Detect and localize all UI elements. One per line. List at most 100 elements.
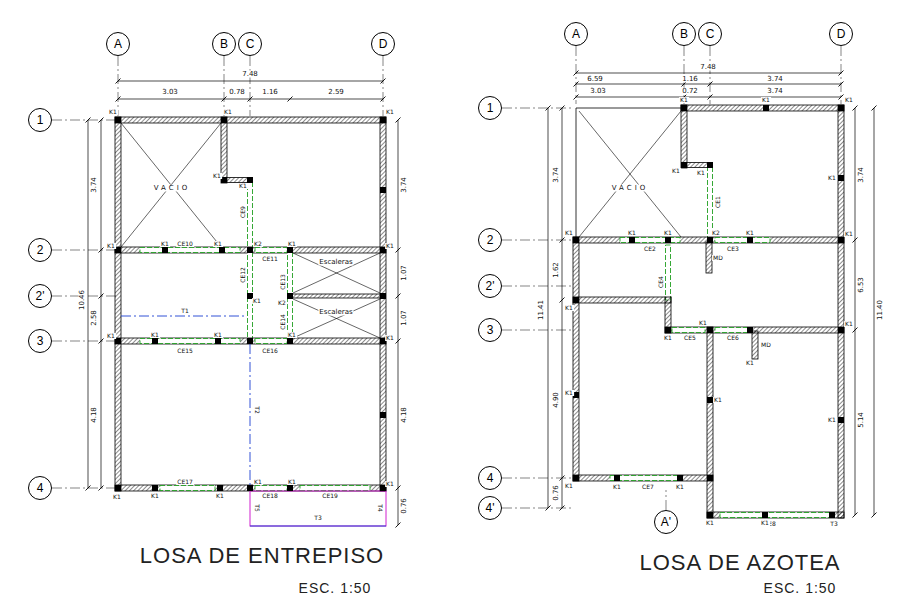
dimension-text: 4.18 — [401, 406, 408, 424]
plan-title: LOSA DE AZOTEA — [638, 552, 841, 574]
column — [287, 293, 293, 299]
dimension-tick — [546, 106, 551, 111]
dimension-text: 3.74 — [401, 176, 408, 194]
dimension-text: 1.07 — [401, 264, 408, 282]
element-tag: K1 — [827, 175, 837, 181]
grid-line — [52, 341, 116, 342]
dimension-text: 1.62 — [553, 261, 560, 279]
dimension-tick — [396, 523, 401, 528]
column — [707, 512, 713, 518]
wall — [838, 105, 844, 518]
element-tag: K1 — [385, 109, 395, 115]
element-tag: K1 — [696, 170, 706, 176]
grid-line — [576, 46, 577, 104]
dimension-text: 10.46 — [79, 289, 86, 311]
axis-label: 2 — [487, 234, 494, 246]
axis-label: B — [220, 38, 228, 50]
grid-axis-bubble: D — [371, 32, 395, 56]
dimension-text: 11.41 — [538, 299, 545, 321]
beam — [160, 486, 215, 491]
dimension-line — [88, 120, 89, 488]
wall — [681, 105, 844, 111]
axis-label: 3 — [487, 324, 494, 336]
column — [115, 485, 121, 491]
element-tag: T2 — [254, 405, 260, 414]
dimension-tick — [99, 118, 104, 123]
beam — [620, 238, 680, 243]
column — [707, 397, 713, 403]
column — [287, 338, 293, 344]
wall — [752, 331, 758, 359]
dimension-line — [576, 73, 841, 74]
grid-line — [710, 46, 711, 104]
dimension-tick — [560, 476, 565, 481]
element-tag: K1 — [679, 97, 689, 103]
dimension-text: 1.07 — [401, 309, 408, 327]
dimension-text: 3.74 — [766, 76, 784, 83]
dimension-tick — [853, 513, 858, 518]
grid-axis-bubble: 4 — [28, 476, 52, 500]
element-tag: CE6 — [726, 335, 740, 341]
grid-axis-bubble: 2' — [478, 274, 502, 298]
beam — [720, 513, 830, 518]
element-tag: T4 — [377, 503, 383, 512]
dimension-text: 3.74 — [766, 88, 784, 95]
dimension-tick — [853, 238, 858, 243]
grid-line — [118, 56, 119, 116]
dimension-text: 6.53 — [858, 276, 865, 294]
element-tag: K1 — [253, 479, 263, 485]
dimension-text: 4.18 — [91, 406, 98, 424]
axis-label: 2' — [36, 290, 45, 302]
dimension-tick — [86, 118, 91, 123]
column — [707, 475, 713, 481]
column — [115, 247, 121, 253]
axis-label: B — [680, 28, 688, 40]
column — [380, 293, 386, 299]
dimension-tick — [99, 486, 104, 491]
element-tag: CE11 — [261, 256, 279, 262]
element-tag: CE4 — [658, 275, 664, 289]
grid-axis-bubble: B — [212, 32, 236, 56]
column — [247, 247, 253, 253]
dimension-tick — [288, 97, 293, 102]
element-tag: T3 — [829, 521, 838, 527]
void-edge — [576, 108, 684, 109]
beam — [610, 476, 680, 481]
column — [219, 247, 225, 253]
dimension-text: 3.74 — [91, 176, 98, 194]
dimension-tick — [396, 118, 401, 123]
element-tag: K1 — [287, 479, 297, 485]
wall — [573, 297, 671, 303]
beam — [715, 238, 770, 243]
axis-label: A — [114, 38, 122, 50]
trabe-line — [121, 316, 247, 317]
stair-cross — [293, 253, 380, 293]
element-tag: CE13 — [280, 273, 286, 291]
element-tag: CE18 — [261, 493, 279, 499]
wall — [115, 117, 121, 491]
element-tag: CE5 — [683, 335, 697, 341]
void-cross — [121, 123, 221, 247]
dimension-tick — [116, 97, 121, 102]
element-tag: K1 — [150, 332, 160, 338]
grid-axis-bubble: 2 — [478, 228, 502, 252]
dimension-text: 3.03 — [161, 89, 179, 96]
beam — [300, 486, 370, 491]
element-tag: K1 — [663, 230, 673, 236]
grid-line — [841, 46, 842, 104]
grid-axis-bubble: 4' — [478, 496, 502, 520]
dimension-text: 5.14 — [858, 411, 865, 429]
element-tag: K1 — [287, 332, 297, 338]
element-tag: K1 — [827, 417, 837, 423]
dimension-tick — [396, 486, 401, 491]
beam — [140, 248, 240, 253]
axis-label: 3 — [37, 335, 44, 347]
column — [115, 338, 121, 344]
grid-axis-bubble: A — [106, 32, 130, 56]
element-tag: CE3 — [726, 246, 740, 252]
column — [152, 338, 158, 344]
dimension-tick — [560, 106, 565, 111]
element-tag: CE19 — [321, 493, 339, 499]
column — [573, 237, 579, 243]
element-tag: CE1 — [715, 195, 721, 209]
